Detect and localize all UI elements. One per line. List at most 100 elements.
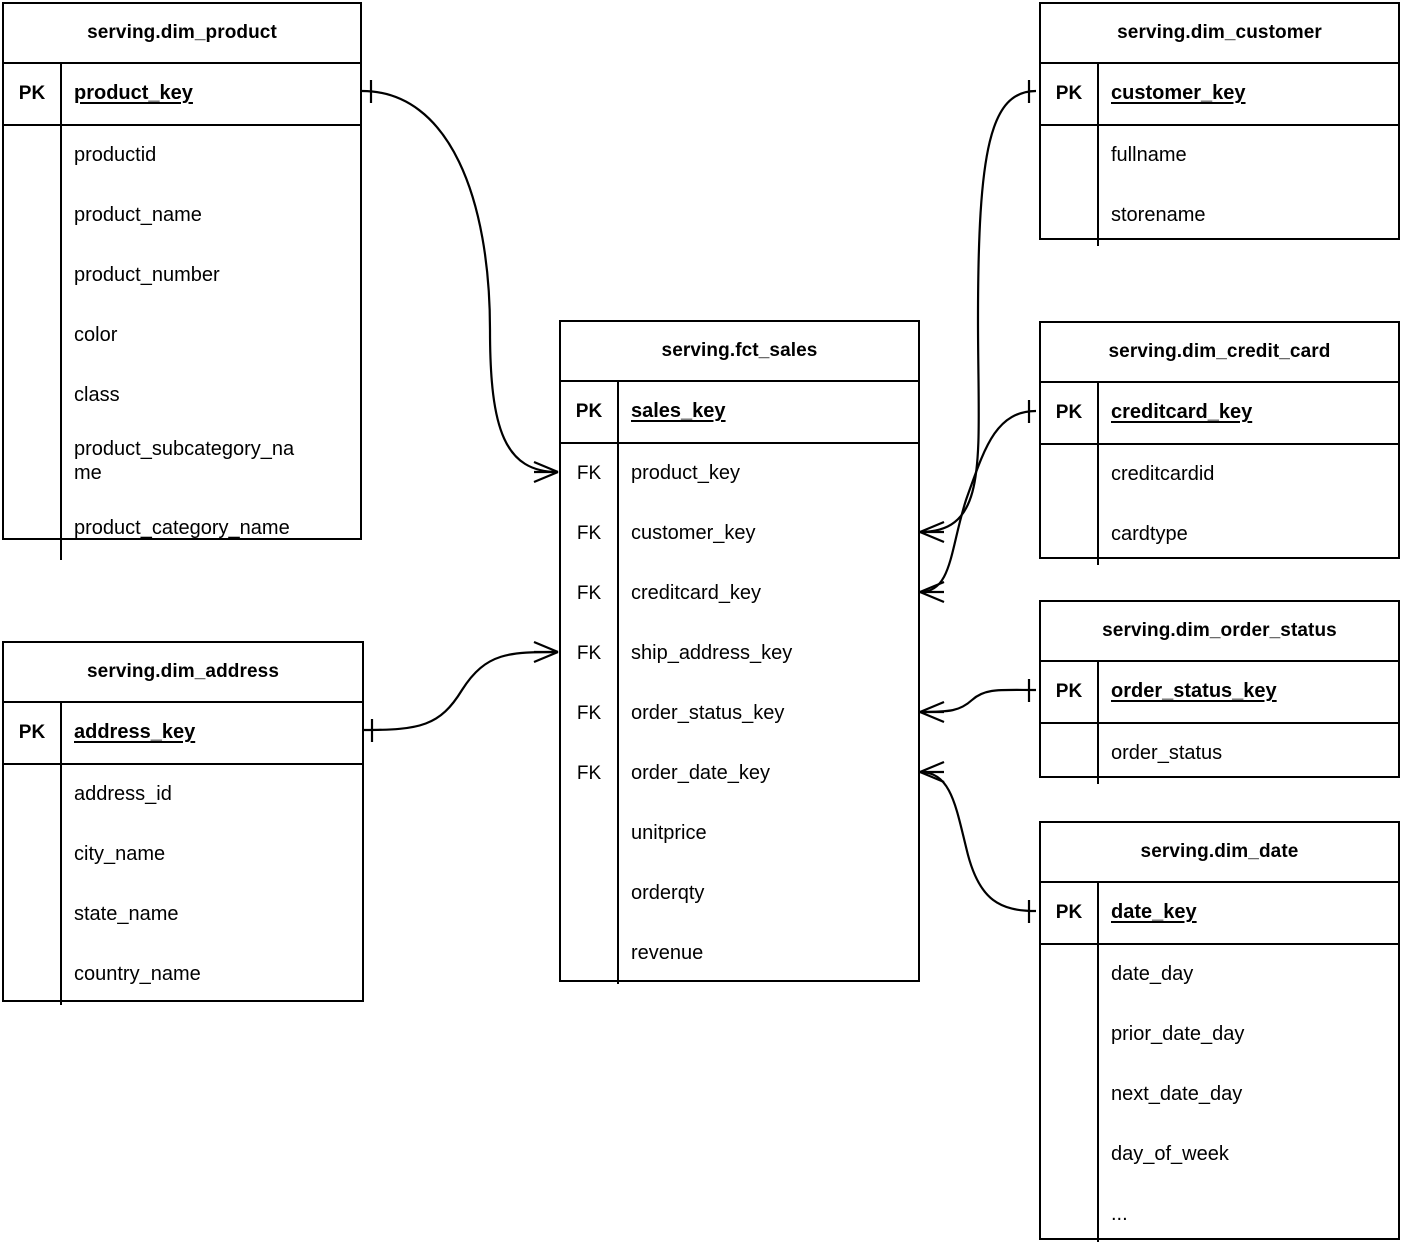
- key-label-blank: [561, 804, 619, 864]
- field-group-dim-customer: fullname storename: [1041, 126, 1398, 246]
- table-row-pk[interactable]: PK sales_key: [561, 382, 918, 442]
- entity-title-dim-customer: serving.dim_customer: [1041, 4, 1398, 64]
- connector-line-date: [919, 770, 1037, 913]
- field-name-city-name: city_name: [74, 843, 166, 866]
- table-row[interactable]: cardtype: [1041, 505, 1398, 565]
- field-name-next-date-day: next_date_day: [1111, 1083, 1243, 1106]
- crow-foot-customer: [919, 520, 945, 544]
- connector-line-orderstatus: [919, 688, 1037, 714]
- key-label-blank: [1041, 126, 1099, 186]
- relationship-product-to-sales: [361, 80, 559, 484]
- field-name-sales-key: sales_key: [631, 400, 726, 423]
- table-row[interactable]: country_name: [4, 945, 362, 1005]
- key-label-blank: [1041, 1005, 1099, 1065]
- table-row-fk[interactable]: FK ship_address_key: [561, 624, 918, 684]
- table-row[interactable]: date_day: [1041, 945, 1398, 1005]
- key-label-pk: PK: [4, 64, 62, 124]
- field-name-creditcardid: creditcardid: [1111, 463, 1215, 486]
- key-label-blank: [4, 366, 62, 426]
- field-name-prior-date-day: prior_date_day: [1111, 1023, 1245, 1046]
- key-label-pk: PK: [1041, 383, 1099, 443]
- key-label-blank: [4, 945, 62, 1005]
- table-row-pk[interactable]: PK product_key: [4, 64, 360, 124]
- table-row[interactable]: color: [4, 306, 360, 366]
- key-label-blank: [1041, 945, 1099, 1005]
- key-label-blank: [4, 765, 62, 825]
- key-label-fk: FK: [561, 744, 619, 804]
- entity-fct-sales[interactable]: serving.fct_sales PK sales_key FK produc…: [559, 320, 920, 984]
- table-row[interactable]: ...: [1041, 1185, 1398, 1242]
- field-name-address-id: address_id: [74, 783, 172, 806]
- table-row[interactable]: city_name: [4, 825, 362, 885]
- table-row-fk[interactable]: FK order_status_key: [561, 684, 918, 744]
- table-row-fk[interactable]: FK creditcard_key: [561, 564, 918, 624]
- table-row[interactable]: day_of_week: [1041, 1125, 1398, 1185]
- table-row[interactable]: product_name: [4, 186, 360, 246]
- field-name-orderqty: orderqty: [631, 882, 705, 905]
- key-label-pk: PK: [4, 703, 62, 763]
- key-label-pk: PK: [1041, 883, 1099, 943]
- relationship-customer-to-sales: [919, 80, 1037, 544]
- field-name-order-date-key: order_date_key: [631, 762, 770, 785]
- table-row[interactable]: class: [4, 366, 360, 426]
- field-group-dim-date: date_day prior_date_day next_date_day da…: [1041, 945, 1398, 1242]
- entity-title-dim-credit-card: serving.dim_credit_card: [1041, 323, 1398, 383]
- table-row[interactable]: unitprice: [561, 804, 918, 864]
- table-row[interactable]: state_name: [4, 885, 362, 945]
- field-name-revenue: revenue: [631, 942, 704, 965]
- table-row-pk[interactable]: PK date_key: [1041, 883, 1398, 943]
- entity-title-fct-sales: serving.fct_sales: [561, 322, 918, 382]
- table-row-pk[interactable]: PK customer_key: [1041, 64, 1398, 124]
- field-name-class: class: [74, 384, 120, 407]
- table-row-pk[interactable]: PK order_status_key: [1041, 662, 1398, 722]
- table-row[interactable]: product_subcategory_name: [4, 426, 360, 498]
- entity-dim-order-status[interactable]: serving.dim_order_status PK order_status…: [1039, 600, 1400, 784]
- field-name-unitprice: unitprice: [631, 822, 707, 845]
- field-name-country-name: country_name: [74, 963, 201, 986]
- field-name-creditcard-key: creditcard_key: [1111, 401, 1253, 424]
- field-name-product-category-name: product_category_name: [74, 517, 290, 540]
- table-row-fk[interactable]: FK customer_key: [561, 504, 918, 564]
- entity-dim-product[interactable]: serving.dim_product PK product_key produ…: [2, 2, 362, 560]
- table-row-fk[interactable]: FK order_date_key: [561, 744, 918, 804]
- entity-title-dim-date: serving.dim_date: [1041, 823, 1398, 883]
- table-row[interactable]: creditcardid: [1041, 445, 1398, 505]
- table-row-pk[interactable]: PK address_key: [4, 703, 362, 763]
- key-label-blank: [4, 885, 62, 945]
- key-label-blank: [1041, 505, 1099, 565]
- pk-group-fct-sales: PK sales_key: [561, 382, 918, 444]
- table-row[interactable]: revenue: [561, 924, 918, 984]
- table-row[interactable]: productid: [4, 126, 360, 186]
- entity-dim-credit-card[interactable]: serving.dim_credit_card PK creditcard_ke…: [1039, 321, 1400, 565]
- crow-foot-date: [919, 760, 945, 784]
- table-row[interactable]: fullname: [1041, 126, 1398, 186]
- table-row[interactable]: order_status: [1041, 724, 1398, 784]
- table-row[interactable]: prior_date_day: [1041, 1005, 1398, 1065]
- field-group-fct-sales: FK product_key FK customer_key FK credit…: [561, 444, 918, 984]
- field-name-color: color: [74, 324, 118, 347]
- key-label-blank: [1041, 1185, 1099, 1242]
- field-group-dim-order-status: order_status: [1041, 724, 1398, 784]
- entity-dim-customer[interactable]: serving.dim_customer PK customer_key ful…: [1039, 2, 1400, 246]
- pk-group-dim-address: PK address_key: [4, 703, 362, 765]
- entity-dim-address[interactable]: serving.dim_address PK address_key addre…: [2, 641, 364, 1005]
- table-row-pk[interactable]: PK creditcard_key: [1041, 383, 1398, 443]
- entity-dim-date[interactable]: serving.dim_date PK date_key date_day pr…: [1039, 821, 1400, 1242]
- table-row[interactable]: storename: [1041, 186, 1398, 246]
- key-label-blank: [4, 306, 62, 366]
- crow-foot-creditcard: [919, 580, 945, 604]
- table-row[interactable]: address_id: [4, 765, 362, 825]
- key-label-blank: [1041, 1065, 1099, 1125]
- table-row[interactable]: product_category_name: [4, 498, 360, 560]
- crow-foot-orderstatus: [919, 700, 945, 724]
- key-label-fk: FK: [561, 504, 619, 564]
- key-label-pk: PK: [561, 382, 619, 442]
- table-row[interactable]: orderqty: [561, 864, 918, 924]
- table-row[interactable]: next_date_day: [1041, 1065, 1398, 1125]
- key-label-fk: FK: [561, 444, 619, 504]
- relationship-address-to-sales: [363, 640, 559, 742]
- pk-group-dim-credit-card: PK creditcard_key: [1041, 383, 1398, 445]
- table-row[interactable]: product_number: [4, 246, 360, 306]
- table-row-fk[interactable]: FK product_key: [561, 444, 918, 504]
- field-name-order-status-key: order_status_key: [631, 702, 785, 725]
